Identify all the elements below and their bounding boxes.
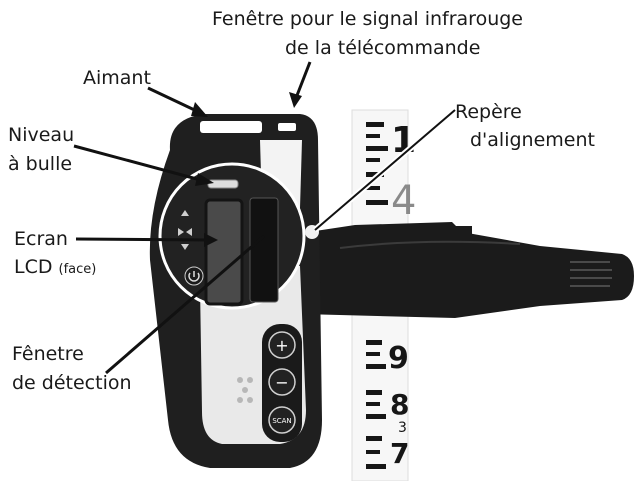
staff-number-4: 4: [391, 178, 416, 224]
alignment-mark-label-line2: d'alignement: [470, 129, 595, 151]
staff-clamp: [302, 222, 634, 318]
detection-label-line2: de détection: [12, 372, 132, 394]
minus-button: −: [275, 373, 288, 392]
magnet-strip: [200, 121, 262, 133]
staff-number-3: 3: [398, 420, 407, 436]
arrow-heads: [191, 92, 302, 247]
lcd-screen: [204, 198, 244, 306]
magnet-label: Aimant: [83, 67, 151, 89]
staff-number-7: 7: [390, 437, 409, 470]
lcd-label-line2: LCD (face): [14, 256, 96, 281]
ir-window-label-line2: de la télécommande: [285, 37, 481, 59]
ir-window: [278, 123, 296, 131]
alignment-mark-label-line1: Repère: [455, 101, 522, 123]
laser-receiver: + − SCAN: [149, 114, 322, 468]
staff-number-8: 8: [390, 388, 409, 421]
detection-label-line1: Fênetre: [12, 343, 84, 365]
level-label-line2: à bulle: [8, 153, 73, 175]
plus-button: +: [275, 336, 288, 355]
staff-number-9: 9: [388, 341, 409, 376]
detection-window: [249, 197, 279, 303]
lcd-label-line1: Ecran: [14, 228, 68, 250]
lcd-label-text: LCD: [14, 256, 53, 278]
bubble-level: [207, 179, 239, 189]
ir-window-label-line1: Fenêtre pour le signal infrarouge: [212, 8, 523, 30]
scan-button: SCAN: [272, 417, 291, 425]
level-label-line1: Niveau: [8, 124, 75, 146]
lcd-face-note: (face): [58, 262, 97, 277]
